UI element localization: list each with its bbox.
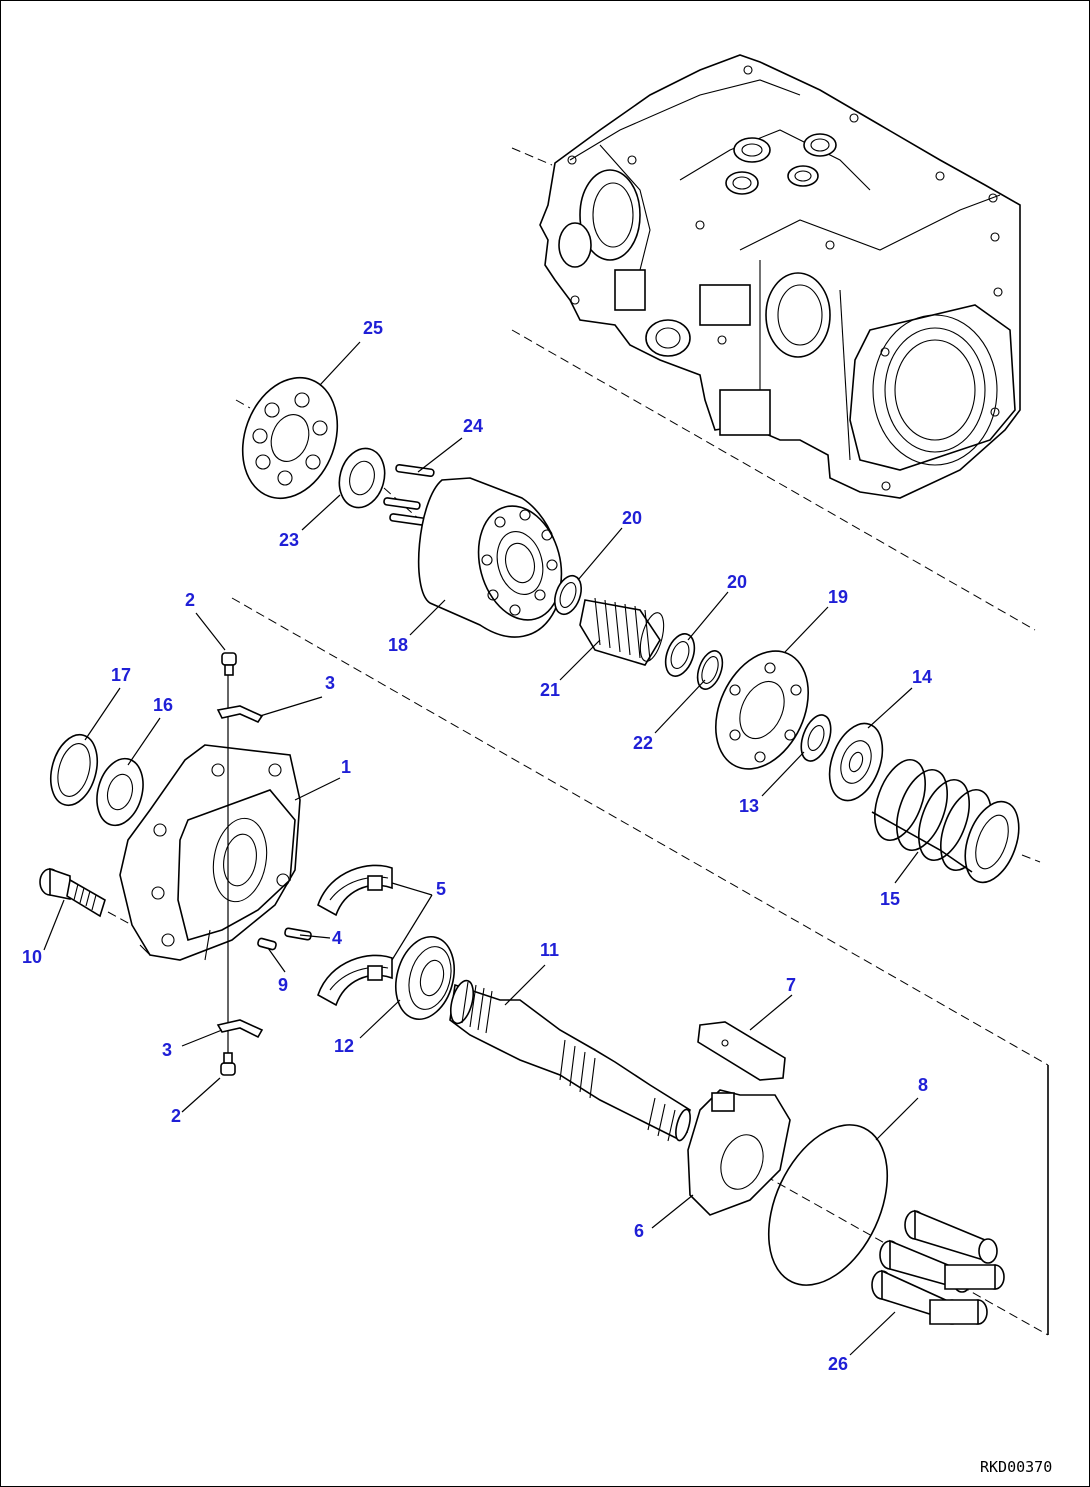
part-26-pistons <box>871 1209 1005 1325</box>
part-9-pin <box>257 937 277 951</box>
callout-10: 10 <box>22 947 42 967</box>
part-5-shoe-lower <box>317 954 393 1007</box>
callout-6: 6 <box>634 1221 644 1241</box>
callout-3-upper: 3 <box>325 673 335 693</box>
part-18-cylinder-block <box>417 477 563 638</box>
part-8-o-ring <box>767 1124 889 1286</box>
callout-5: 5 <box>436 879 446 899</box>
callout-17: 17 <box>111 665 131 685</box>
callout-15: 15 <box>880 889 900 909</box>
part-3-pin-upper <box>216 705 264 724</box>
part-20-washer-b <box>664 633 696 677</box>
callout-24: 24 <box>463 416 483 436</box>
part-17-snap-ring <box>49 733 99 807</box>
callout-23: 23 <box>279 530 299 550</box>
callout-22: 22 <box>633 733 653 753</box>
leader-lines <box>43 341 919 1356</box>
part-15-spring <box>871 759 1020 884</box>
part-22-snap-ring <box>696 650 724 690</box>
part-4-pin <box>284 927 312 941</box>
callout-2-upper: 2 <box>185 590 195 610</box>
part-3-pin-lower <box>216 1019 264 1039</box>
callout-18: 18 <box>388 635 408 655</box>
callout-16: 16 <box>153 695 173 715</box>
part-24-pins <box>383 463 435 526</box>
pump-housing <box>511 54 1021 499</box>
part-21-spring <box>579 597 665 666</box>
callout-11: 11 <box>540 940 559 960</box>
part-14-spring-seat <box>828 722 884 802</box>
part-19-retainer <box>714 650 810 770</box>
part-16-oil-seal <box>96 757 144 827</box>
callout-labels: 25 24 23 20 20 19 18 21 22 14 13 15 2 3 … <box>22 318 932 1374</box>
part-2-plug-lower <box>220 1052 236 1076</box>
callout-19: 19 <box>828 587 848 607</box>
callout-13: 13 <box>739 796 759 816</box>
part-1-case <box>119 668 301 1075</box>
callout-2-lower: 2 <box>171 1106 181 1126</box>
callout-1: 1 <box>341 757 351 777</box>
part-23-spherical-bushing <box>338 447 421 521</box>
part-2-plug-upper <box>221 652 237 676</box>
part-7-key <box>697 1021 786 1081</box>
part-12-bearing <box>395 935 455 1021</box>
callout-3-lower: 3 <box>162 1040 172 1060</box>
callout-8: 8 <box>918 1075 928 1095</box>
drawing-code: RKD00370 <box>980 1458 1052 1476</box>
part-13-washer <box>800 714 832 762</box>
part-20-washer-a <box>554 574 582 616</box>
part-11-shaft <box>449 979 691 1142</box>
part-5-shoe-upper <box>317 864 393 917</box>
callout-9: 9 <box>278 975 288 995</box>
part-10-bolt <box>39 867 131 925</box>
callout-4: 4 <box>332 928 342 948</box>
callout-25: 25 <box>363 318 383 338</box>
callout-20-lower: 20 <box>727 572 747 592</box>
callout-7: 7 <box>786 975 796 995</box>
callout-26: 26 <box>828 1354 848 1374</box>
callout-20-upper: 20 <box>622 508 642 528</box>
part-6-plate <box>687 1089 791 1216</box>
center-lines <box>231 329 1049 1336</box>
callout-14: 14 <box>912 667 932 687</box>
callout-21: 21 <box>540 680 560 700</box>
part-25-valve-plate <box>241 376 339 500</box>
callout-12: 12 <box>334 1036 354 1056</box>
